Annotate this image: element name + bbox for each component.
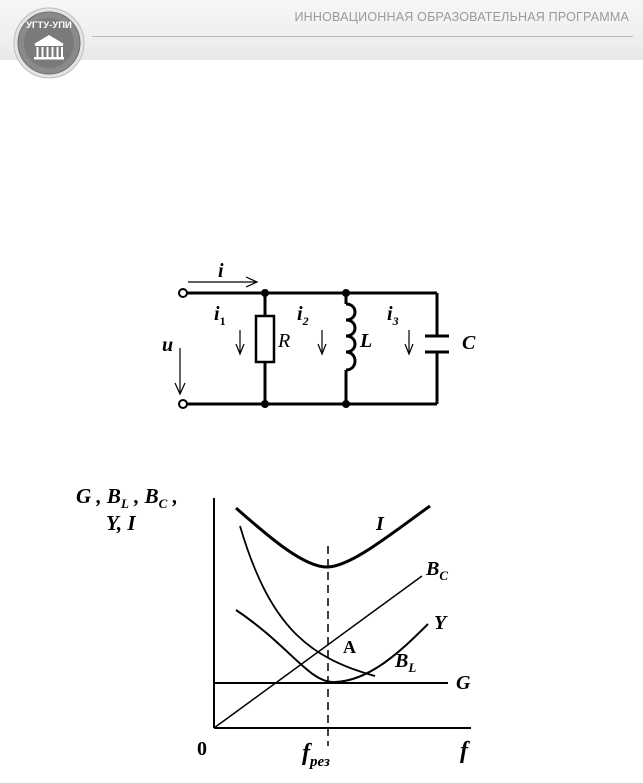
curve-label-BC: BC [425,558,448,583]
y-axis-label-line1: G , BL , BC , [76,484,178,511]
university-logo: УГТУ-УПИ [13,7,85,79]
curve-I [235,504,431,569]
building-icon [34,35,64,60]
current-label-main: i [218,260,224,282]
curve-label-BL: BL [394,650,416,675]
logo-text: УГТУ-УПИ [26,20,72,31]
resistor-symbol [254,314,276,364]
current-label-1: i1 [214,303,226,328]
curve-label-I: I [375,513,385,535]
resistor-label: R [277,330,290,352]
header-rule [92,36,633,37]
capacitor-symbol [425,334,449,354]
y-axis-label-line2: Y, I [106,511,136,535]
header-banner: ИННОВАЦИОННАЯ ОБРАЗОВАТЕЛЬНАЯ ПРОГРАММА [0,0,643,60]
curve-label-G: G [456,672,471,694]
resonance-frequency-label: fрез [302,740,330,770]
voltage-label: u [162,334,173,356]
inductor-symbol [345,302,357,372]
curve-label-Y: Y [434,612,448,634]
resonance-graph: G , BL , BC , Y, I I BC Y A BL G 0 fрез … [70,478,500,778]
axes [213,498,471,729]
current-arrows [174,276,414,396]
circuit-wires [185,291,439,406]
point-label-A: A [343,637,356,657]
circuit-diagram: i i1 i2 i3 u R L C [150,258,490,418]
input-terminals [178,288,188,409]
capacitor-label: C [462,332,476,354]
current-label-3: i3 [387,303,399,328]
junction-nodes [261,289,350,408]
x-axis-label: f [460,738,470,764]
current-label-2: i2 [297,303,309,328]
curve-BL [239,525,376,677]
program-title: ИННОВАЦИОННАЯ ОБРАЗОВАТЕЛЬНАЯ ПРОГРАММА [294,10,629,24]
origin-label: 0 [197,738,207,760]
curve-Y [235,609,429,684]
inductor-label: L [359,330,372,352]
